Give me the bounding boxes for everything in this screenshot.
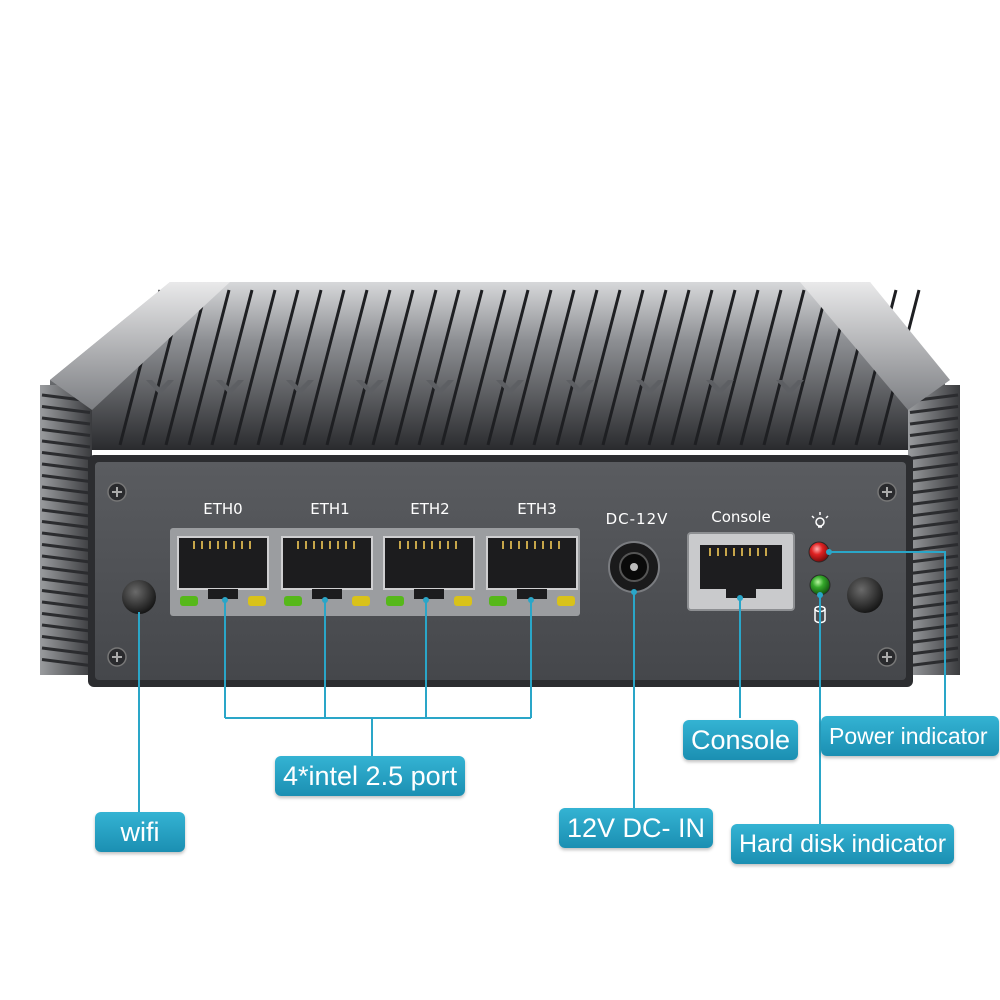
eth2-label: ETH2: [410, 500, 449, 518]
power-led-icon: [811, 512, 829, 528]
antenna-port-right: [847, 577, 883, 613]
callout-ethernet: 4*intel 2.5 port: [275, 756, 466, 796]
link-led: [386, 596, 404, 606]
activity-led: [454, 596, 472, 606]
console-port-label: Console: [711, 508, 771, 526]
eth1-label: ETH1: [310, 500, 349, 518]
ethernet-port: [281, 536, 373, 606]
ethernet-port: [486, 536, 578, 606]
callout-console: Console: [683, 720, 799, 760]
activity-led: [557, 596, 575, 606]
ethernet-port: [383, 536, 475, 606]
wifi-antenna-port: [122, 580, 156, 614]
dc-power-jack: [608, 541, 660, 593]
ethernet-port-block: [170, 528, 580, 616]
leader-lines: [138, 551, 946, 824]
eth0-label: ETH0: [203, 500, 242, 518]
screw-icon: [107, 482, 897, 667]
callout-hard-disk-indicator: Hard disk indicator: [731, 824, 955, 864]
callout-power-indicator: Power indicator: [821, 716, 999, 756]
ethernet-port: [177, 536, 269, 606]
callout-dc-in: 12V DC- IN: [559, 808, 714, 848]
dc-label: DC-12V: [606, 510, 669, 528]
eth3-label: ETH3: [517, 500, 556, 518]
front-panel: ETH0 ETH1 ETH2 ETH3 DC-12V Console: [95, 462, 906, 680]
callout-wifi: wifi: [95, 812, 185, 852]
link-led: [489, 596, 507, 606]
link-led: [284, 596, 302, 606]
activity-led: [352, 596, 370, 606]
leader-dots: [222, 549, 832, 603]
link-led: [180, 596, 198, 606]
console-port: [687, 532, 795, 611]
activity-led: [248, 596, 266, 606]
